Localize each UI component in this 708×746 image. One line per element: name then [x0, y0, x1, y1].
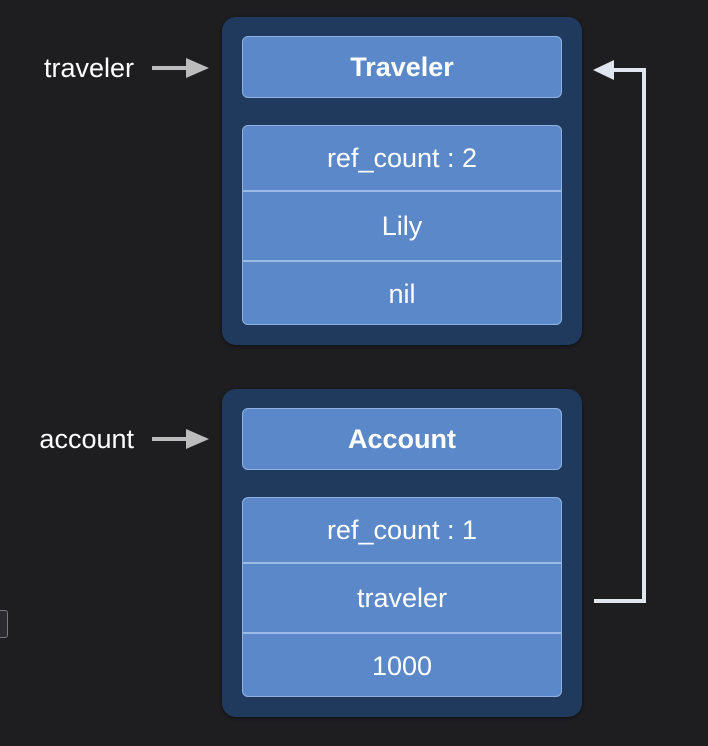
edge-handle[interactable]: [0, 610, 8, 638]
account-object-box: Account ref_count : 1 traveler 1000: [222, 389, 582, 717]
traveler-variable-label: traveler: [43, 53, 134, 83]
account-variable-label: account: [39, 424, 134, 454]
account-object-fields: ref_count : 1 traveler 1000: [242, 497, 562, 697]
account-traveler-field: traveler: [243, 564, 561, 634]
traveler-account-field: nil: [388, 278, 416, 309]
traveler-object-header: Traveler: [242, 36, 562, 98]
traveler-ref-count-field: ref_count : 2: [243, 126, 561, 192]
traveler-object-fields: ref_count : 2 Lily nil: [242, 125, 562, 325]
account-object-header: Account: [242, 408, 562, 470]
traveler-object-box: Traveler ref_count : 2 Lily nil: [222, 17, 582, 345]
arrow-right-icon: [152, 429, 209, 449]
traveler-name-field: Lily: [243, 192, 561, 262]
account-balance-field: 1000: [371, 650, 433, 681]
arrow-right-icon: [152, 58, 209, 78]
arrow-left-icon: [593, 60, 614, 80]
account-ref-count-field: ref_count : 1: [243, 498, 561, 564]
